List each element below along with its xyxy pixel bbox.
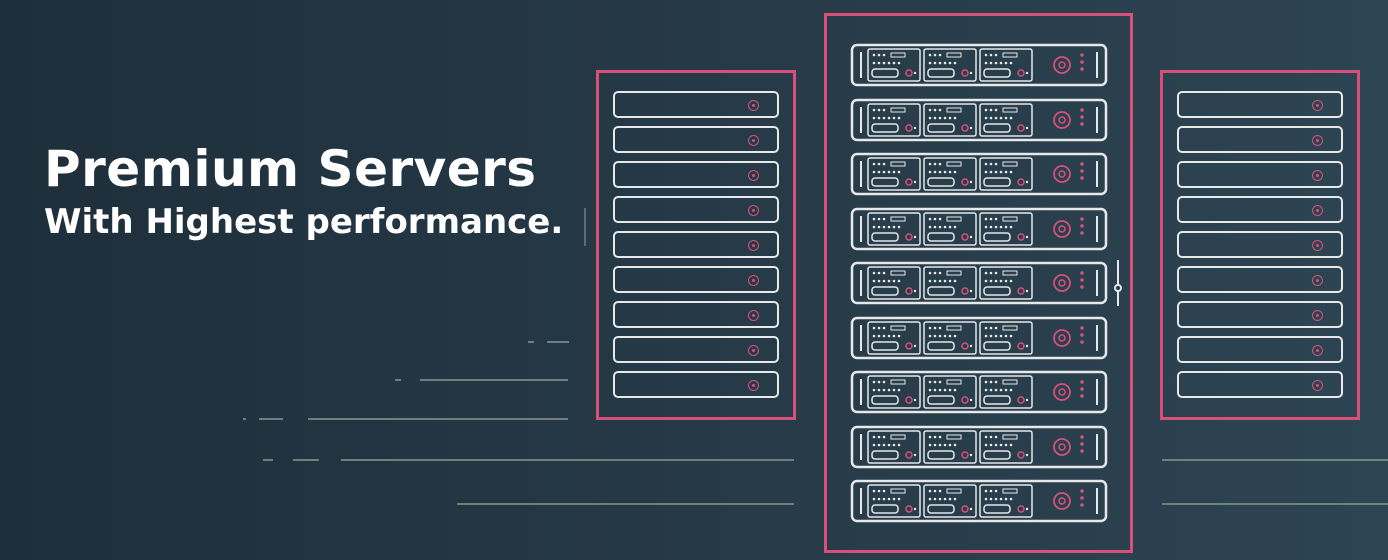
server-unit — [1177, 231, 1343, 258]
server-unit — [850, 207, 1108, 250]
power-led-icon — [748, 100, 759, 111]
power-led-icon — [748, 240, 759, 251]
speed-line — [263, 459, 273, 461]
server-unit — [850, 425, 1108, 468]
left-server-rack — [596, 70, 796, 420]
speed-line — [1162, 503, 1388, 505]
power-led-icon — [1312, 205, 1323, 216]
speed-line — [259, 418, 283, 420]
speed-line — [395, 379, 401, 381]
speed-line — [1162, 459, 1388, 461]
server-unit — [850, 43, 1108, 87]
center-server-rack — [824, 13, 1133, 553]
power-led-icon — [1312, 380, 1323, 391]
server-unit — [613, 336, 779, 363]
rack-connector-icon — [1114, 260, 1122, 306]
power-led-icon — [748, 275, 759, 286]
speed-line — [293, 459, 319, 461]
server-unit — [1177, 91, 1343, 118]
server-unit — [850, 479, 1108, 523]
speed-line — [341, 459, 794, 461]
server-unit — [850, 370, 1108, 414]
server-unit — [613, 231, 779, 258]
speed-line — [547, 341, 569, 343]
server-unit — [1177, 266, 1343, 293]
speed-line — [420, 379, 568, 381]
server-unit — [613, 91, 779, 118]
server-unit — [1177, 301, 1343, 328]
server-unit — [613, 371, 779, 398]
hero-text: Premium Servers With Highest performance… — [44, 138, 563, 244]
power-led-icon — [1312, 135, 1323, 146]
server-unit — [1177, 196, 1343, 223]
power-led-icon — [1312, 310, 1323, 321]
speed-line — [528, 341, 534, 343]
power-led-icon — [748, 135, 759, 146]
server-unit — [850, 261, 1108, 305]
hero-title: Premium Servers — [44, 140, 537, 198]
server-unit — [613, 266, 779, 293]
text-cursor — [584, 208, 586, 246]
server-unit — [613, 301, 779, 328]
server-unit — [1177, 161, 1343, 188]
power-led-icon — [748, 310, 759, 321]
server-unit — [1177, 336, 1343, 363]
server-unit — [613, 196, 779, 223]
power-led-icon — [748, 380, 759, 391]
server-unit — [613, 126, 779, 153]
power-led-icon — [1312, 100, 1323, 111]
power-led-icon — [1312, 275, 1323, 286]
server-unit — [850, 98, 1108, 141]
server-unit — [850, 316, 1108, 359]
server-unit — [1177, 371, 1343, 398]
power-led-icon — [1312, 240, 1323, 251]
power-led-icon — [748, 345, 759, 356]
speed-line — [457, 503, 794, 505]
server-unit — [1177, 126, 1343, 153]
speed-line — [243, 418, 246, 420]
hero-subtitle: With Highest performance. — [44, 202, 564, 242]
power-led-icon — [748, 205, 759, 216]
server-unit — [613, 161, 779, 188]
speed-line — [308, 418, 568, 420]
right-server-rack — [1160, 70, 1360, 420]
power-led-icon — [748, 170, 759, 181]
power-led-icon — [1312, 345, 1323, 356]
power-led-icon — [1312, 170, 1323, 181]
server-unit — [850, 152, 1108, 196]
